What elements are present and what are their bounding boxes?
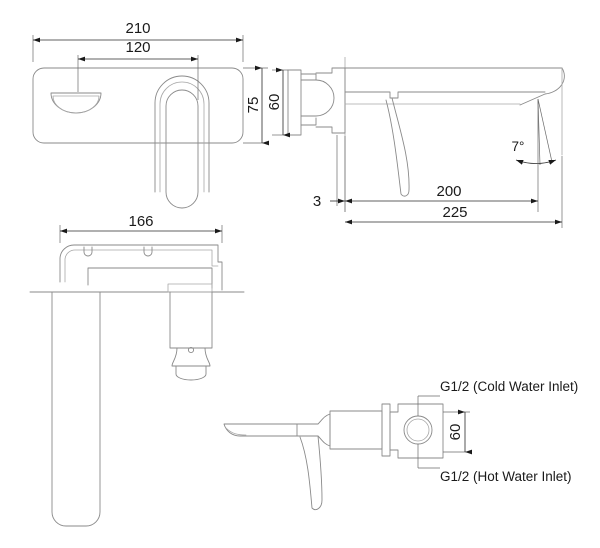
back-plate-profile [287, 69, 302, 136]
spout-outlet-dish-inner [52, 95, 100, 114]
rough-spout-arm [223, 423, 298, 437]
dimension-plate-height: 75 [243, 65, 270, 146]
dim-label-plan-length: 166 [128, 213, 153, 230]
handle-outer-profile [154, 75, 210, 193]
dim-label-outlet-angle: 7° [512, 139, 525, 154]
dimension-plate-thickness: 3 [313, 135, 345, 210]
dimension-inlet-spacing: 60 [443, 409, 473, 455]
lever-arm-side-profile [385, 97, 410, 197]
faceplate-outline [32, 67, 244, 144]
plan-valve-cone [171, 347, 211, 367]
view-front-elevation: 210 120 75 [32, 20, 270, 209]
plan-spout-inner-outline [64, 249, 219, 283]
plan-valve-screw [187, 346, 195, 354]
dimension-plate-width: 210 [32, 20, 244, 62]
label-cold-water-inlet: G1/2 (Cold Water Inlet) [440, 379, 578, 394]
spout-end-cap [519, 67, 565, 106]
dim-label-total-projection: 225 [442, 204, 467, 221]
note-hot-water-inlet: G1/2 (Hot Water Inlet) [417, 444, 572, 484]
plan-spout-outline [59, 244, 223, 291]
handle-lever-body [165, 89, 199, 209]
label-hot-water-inlet: G1/2 (Hot Water Inlet) [440, 469, 572, 484]
handle-mid-profile [159, 81, 205, 193]
plan-body-block [87, 267, 213, 289]
dimension-plan-length: 166 [59, 213, 223, 243]
rough-wall-box [389, 403, 444, 459]
dim-label-body-height: 60 [266, 94, 283, 111]
dim-label-plate-thickness: 3 [313, 193, 321, 210]
plan-tab-right [143, 246, 153, 257]
dim-label-inlet-spacing: 60 [447, 424, 464, 441]
note-cold-water-inlet: G1/2 (Cold Water Inlet) [417, 379, 578, 416]
spout-underside-edge [344, 91, 546, 99]
dim-label-plate-width: 210 [125, 20, 150, 37]
plan-valve-base [175, 365, 207, 381]
rough-cylinder-body [329, 410, 383, 450]
body-lower-step [300, 117, 317, 126]
angle-leg-a [537, 98, 553, 163]
rough-lever-handle [299, 435, 323, 511]
rough-inlet-port-inner [406, 418, 430, 442]
dimension-handle-center-offset: 120 [77, 39, 199, 100]
view-plan: 166 [29, 213, 245, 527]
view-rough-in: G1/2 (Cold Water Inlet) G1/2 (Hot Water … [223, 379, 578, 511]
dimension-outlet-angle: 7° [512, 98, 557, 166]
dimension-total-projection: 225 [345, 156, 563, 228]
rough-escutcheon-plate [381, 403, 391, 457]
valve-body-profile [315, 67, 346, 134]
rough-inlet-port-outer [403, 415, 433, 445]
view-side-elevation: 60 7° 3 200 [266, 57, 565, 228]
dim-label-spout-reach: 200 [436, 183, 461, 200]
plan-flange-band [167, 283, 213, 293]
angle-arc [515, 159, 557, 165]
dimension-spout-reach: 200 [344, 100, 539, 212]
body-nose-profile [300, 79, 335, 117]
body-upper-step [300, 73, 317, 81]
rough-spout-tip-edge [225, 427, 247, 436]
plan-spout-tube [51, 291, 101, 527]
plan-tab-left [83, 246, 93, 257]
dimension-body-height: 60 [266, 67, 291, 138]
dim-label-plate-height: 75 [245, 97, 262, 114]
dim-label-handle-offset: 120 [125, 39, 150, 56]
plan-valve-cylinder [169, 291, 213, 349]
